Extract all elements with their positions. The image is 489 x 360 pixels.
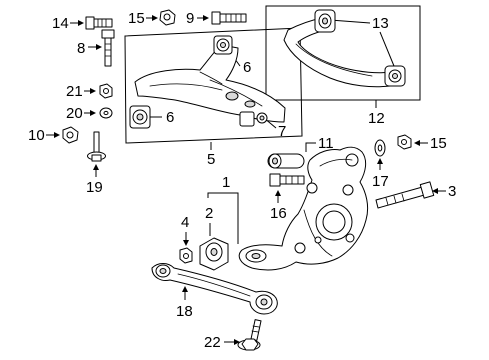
callout-8[interactable]: 8 bbox=[77, 40, 102, 57]
part-21-nut[interactable] bbox=[99, 83, 113, 99]
callout-12-label: 12 bbox=[368, 110, 385, 127]
callout-18-arrow bbox=[182, 286, 188, 292]
callout-18-label: 18 bbox=[176, 303, 193, 320]
callout-17-arrow bbox=[377, 158, 383, 164]
callout-1-label: 1 bbox=[222, 174, 230, 191]
callout-10-label: 10 bbox=[28, 127, 45, 144]
callout-2[interactable]: 2 bbox=[205, 205, 213, 236]
callout-15-right-arrow bbox=[414, 140, 420, 146]
callout-4-arrow bbox=[183, 240, 189, 246]
callout-22-arrow bbox=[234, 339, 240, 345]
callout-15-right-label: 15 bbox=[430, 135, 447, 152]
callout-10[interactable]: 10 bbox=[28, 127, 60, 144]
callout-17[interactable]: 17 bbox=[372, 158, 389, 190]
callout-16-arrow bbox=[275, 190, 281, 196]
callout-18[interactable]: 18 bbox=[176, 286, 193, 320]
part-6-bushing-upper[interactable] bbox=[213, 35, 233, 55]
part-16-bolt[interactable] bbox=[269, 173, 305, 187]
callout-13[interactable]: 13 bbox=[329, 15, 395, 67]
callout-6-upper-label: 6 bbox=[243, 59, 251, 76]
callout-19-label: 19 bbox=[86, 179, 103, 196]
callout-3-label: 3 bbox=[448, 183, 456, 200]
part-15-nut-right[interactable] bbox=[397, 134, 412, 150]
callout-17-label: 17 bbox=[372, 173, 389, 190]
callout-9-arrow bbox=[203, 15, 209, 21]
callout-16-label: 16 bbox=[270, 205, 287, 222]
part-4-nut[interactable] bbox=[179, 247, 193, 264]
callout-9-label: 9 bbox=[186, 10, 194, 27]
callout-19[interactable]: 19 bbox=[86, 164, 103, 196]
callout-15-top-label: 15 bbox=[128, 10, 145, 27]
callout-13-label: 13 bbox=[372, 15, 389, 32]
part-13-bushing-lower[interactable] bbox=[384, 65, 406, 87]
part-18-lower-link[interactable] bbox=[151, 263, 278, 315]
callout-7-label: 7 bbox=[278, 123, 286, 140]
callout-14[interactable]: 14 bbox=[52, 15, 84, 32]
callout-11-label: 11 bbox=[318, 135, 334, 152]
part-15-nut-top[interactable] bbox=[159, 9, 176, 26]
callout-15-top[interactable]: 15 bbox=[128, 10, 158, 27]
callout-11[interactable]: 11 bbox=[305, 135, 334, 152]
part-13-bushing-upper[interactable] bbox=[314, 9, 336, 33]
callout-12[interactable]: 12 bbox=[368, 100, 385, 127]
callout-13-leader-b bbox=[379, 31, 395, 67]
callout-6-lower-label: 6 bbox=[166, 109, 174, 126]
callout-20[interactable]: 20 bbox=[66, 105, 96, 122]
callout-5[interactable]: 5 bbox=[207, 142, 215, 168]
callout-8-label: 8 bbox=[77, 40, 85, 57]
callout-15-right[interactable]: 15 bbox=[414, 135, 447, 152]
callout-4[interactable]: 4 bbox=[181, 214, 189, 246]
part-2-bushing[interactable] bbox=[199, 237, 229, 271]
part-17-washer[interactable] bbox=[374, 139, 386, 157]
part-10-nut[interactable] bbox=[62, 126, 79, 144]
part-20-washer[interactable] bbox=[99, 107, 113, 119]
part-22-bolt[interactable] bbox=[237, 319, 262, 351]
part-7-fitting[interactable] bbox=[239, 111, 268, 127]
callout-20-arrow bbox=[90, 110, 96, 116]
part-11-sleeve[interactable] bbox=[267, 153, 305, 169]
part-1-knuckle[interactable] bbox=[238, 146, 369, 271]
callout-19-arrow bbox=[93, 164, 99, 170]
callout-5-label: 5 bbox=[207, 151, 215, 168]
group-box-12 bbox=[265, 5, 421, 101]
callout-20-label: 20 bbox=[66, 105, 83, 122]
part-6-bushing-lower[interactable] bbox=[129, 105, 151, 129]
callout-13-leader-a bbox=[329, 19, 371, 24]
callout-6-lower[interactable]: 6 bbox=[150, 109, 174, 126]
callout-4-label: 4 bbox=[181, 214, 189, 231]
callout-1[interactable]: 1 bbox=[207, 174, 239, 244]
part-19-bolt[interactable] bbox=[87, 131, 106, 162]
callout-8-arrow bbox=[96, 44, 102, 50]
part-5-control-arm[interactable] bbox=[134, 44, 286, 123]
callout-11-leader bbox=[305, 142, 316, 152]
callout-14-arrow bbox=[78, 20, 84, 26]
callout-2-label: 2 bbox=[205, 205, 213, 222]
callout-3[interactable]: 3 bbox=[432, 183, 456, 200]
callout-22[interactable]: 22 bbox=[204, 334, 240, 351]
callout-14-label: 14 bbox=[52, 15, 69, 32]
callout-21-arrow bbox=[90, 88, 96, 94]
group-box-5 bbox=[124, 27, 303, 144]
callout-22-label: 22 bbox=[204, 334, 221, 351]
part-9-bolt[interactable] bbox=[211, 11, 247, 25]
part-8-bolt[interactable] bbox=[101, 29, 115, 67]
callout-16[interactable]: 16 bbox=[270, 190, 287, 222]
callout-21[interactable]: 21 bbox=[66, 83, 96, 100]
callout-10-arrow bbox=[54, 132, 60, 138]
callout-3-arrow bbox=[432, 188, 438, 194]
part-3-bolt[interactable] bbox=[375, 181, 435, 209]
callout-21-label: 21 bbox=[66, 83, 83, 100]
part-14-bolt[interactable] bbox=[85, 16, 113, 30]
callout-9[interactable]: 9 bbox=[186, 10, 209, 27]
callout-15-top-arrow bbox=[152, 15, 158, 21]
